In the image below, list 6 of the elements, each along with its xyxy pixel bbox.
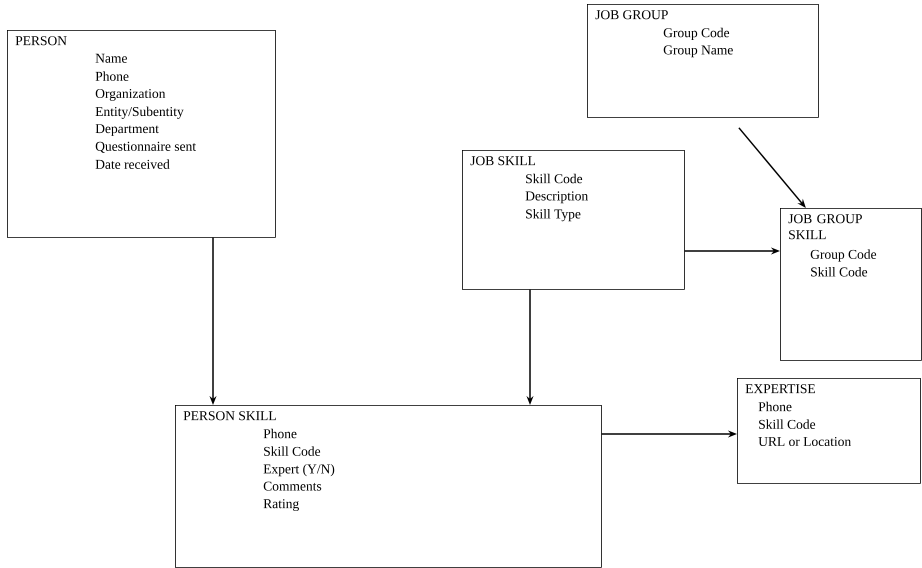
entity-box: JOB SKILL Skill Code Description Skill Type [462,150,685,290]
entity-box: PERSON Name Phone Organization Entity/Subentity Department Questionnaire sent Date received [7,30,276,238]
entity-box: PERSON SKILL Phone Skill Code Expert (Y/N) Comments Rating [175,405,602,568]
entity-box: JOB GROUP Group Code Group Name [587,4,819,118]
entity-box: JOB GROUP SKILL Group Code Skill Code [780,208,922,361]
entity-box: EXPERTISE Phone Skill Code URL or Location [737,378,921,484]
